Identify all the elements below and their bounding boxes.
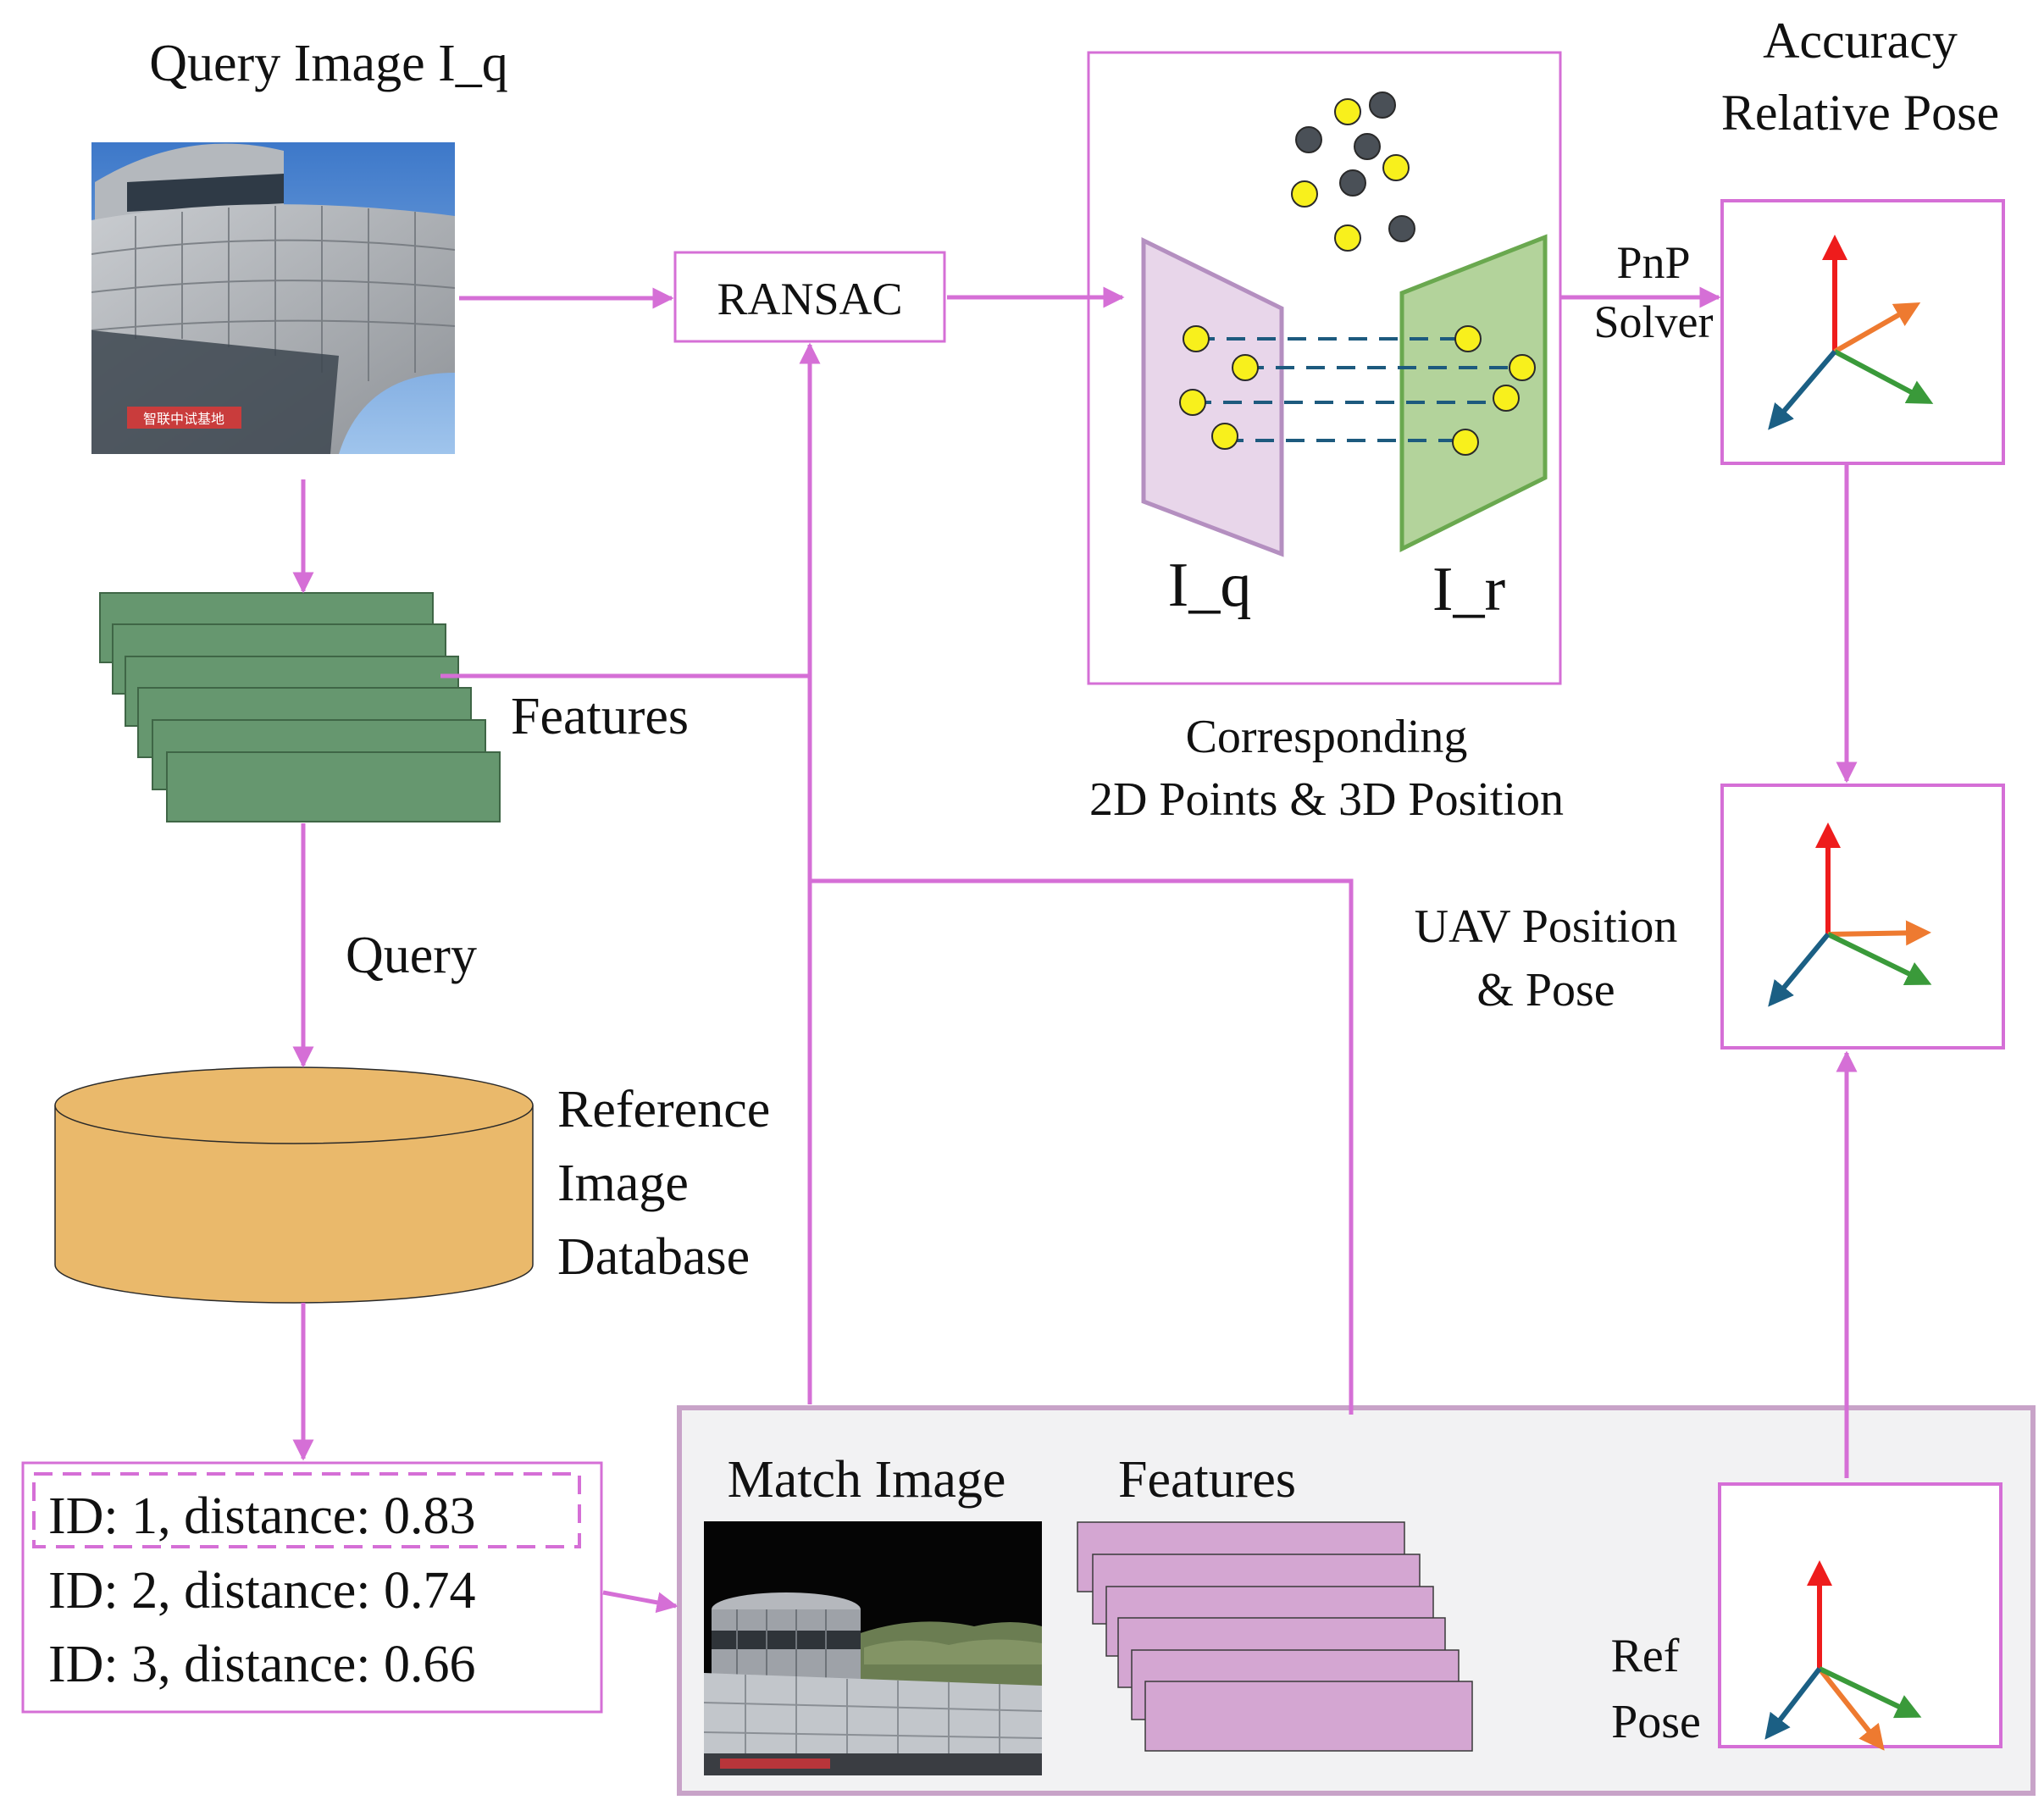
connectors: [292, 286, 1858, 1614]
accuracy-label-line2: Relative Pose: [1721, 85, 1999, 141]
pnp-label-line2: Solver: [1594, 296, 1714, 347]
3d-point: [1334, 224, 1361, 252]
accuracy-label-line1: Accuracy: [1763, 13, 1958, 69]
keypoint: [1179, 389, 1206, 416]
reference-db-label-line3: Database: [557, 1228, 750, 1286]
corresponding-label-line1: Corresponding: [1186, 711, 1468, 763]
rendered-building-photo-icon: [704, 1521, 1042, 1775]
query-features-label: Features: [511, 688, 689, 745]
reference-db-label-line2: Image: [557, 1155, 689, 1212]
reference-db-label-line1: Reference: [557, 1081, 770, 1138]
keypoint: [1454, 325, 1482, 352]
query-image-plane: [1141, 236, 1284, 557]
query-image-title: Query Image I_q: [149, 35, 508, 92]
top-match-highlight: [32, 1472, 581, 1548]
result-row-3: ID: 3, distance: 0.66: [48, 1636, 476, 1693]
match-features-label: Features: [1118, 1451, 1296, 1509]
reference-pose-box: [1718, 1482, 2002, 1748]
ransac-box: [673, 251, 946, 343]
building-photo-icon: 智联中试基地: [91, 142, 455, 454]
3d-point: [1295, 126, 1322, 153]
uav-label-line1: UAV Position: [1415, 900, 1678, 953]
match-image-label: Match Image: [728, 1451, 1006, 1509]
query-photo-sign-text: 智联中试基地: [143, 411, 224, 427]
relative-pose-box: [1720, 199, 2005, 465]
match-feature-stack: [1077, 1521, 1473, 1752]
keypoints: [1179, 325, 1536, 456]
arrow-results-to-match: [602, 1590, 679, 1614]
3d-point: [1369, 91, 1396, 119]
feature-layer: [166, 751, 501, 822]
ransac-label: RANSAC: [717, 274, 902, 324]
3d-point: [1354, 133, 1381, 160]
3d-point: [1334, 98, 1361, 125]
query-label: Query: [346, 927, 477, 984]
line-match-features-to-bus: [810, 878, 1354, 1415]
ir-plane-label: I_r: [1432, 555, 1505, 624]
keypoint: [1183, 325, 1210, 352]
uav-pose-box: [1720, 784, 2005, 1050]
keypoint: [1211, 423, 1238, 450]
coordinate-axes-icon: [1768, 822, 1932, 1007]
pnp-label-line1: PnP: [1616, 237, 1690, 288]
3d-point: [1382, 154, 1410, 181]
3d-point: [1388, 215, 1415, 242]
feature-layer: [1144, 1681, 1473, 1752]
coordinate-axes-icon: [1768, 235, 1934, 430]
reference-image-plane: [1399, 234, 1548, 553]
uav-label-line2: & Pose: [1476, 964, 1615, 1016]
corresponding-label-line2: 2D Points & 3D Position: [1089, 773, 1564, 826]
iq-plane-label: I_q: [1168, 551, 1252, 620]
ref-pose-label-line2: Pose: [1611, 1696, 1701, 1748]
3d-point: [1339, 169, 1366, 197]
coordinate-axes-icon: [1764, 1560, 1922, 1751]
keypoint: [1493, 385, 1520, 412]
keypoint: [1509, 354, 1536, 381]
keypoint: [1452, 429, 1479, 456]
query-feature-stack: [99, 592, 501, 822]
3d-point: [1291, 180, 1318, 208]
result-row-2: ID: 2, distance: 0.74: [48, 1562, 476, 1620]
ref-pose-label-line1: Ref: [1611, 1630, 1680, 1682]
match-lines: [1193, 337, 1522, 442]
3d-point-cloud: [1291, 91, 1415, 252]
keypoint: [1232, 354, 1259, 381]
database-icon: [54, 1066, 534, 1304]
retrieval-results-box: [21, 1461, 603, 1714]
result-row-1: ID: 1, distance: 0.83: [48, 1487, 476, 1545]
